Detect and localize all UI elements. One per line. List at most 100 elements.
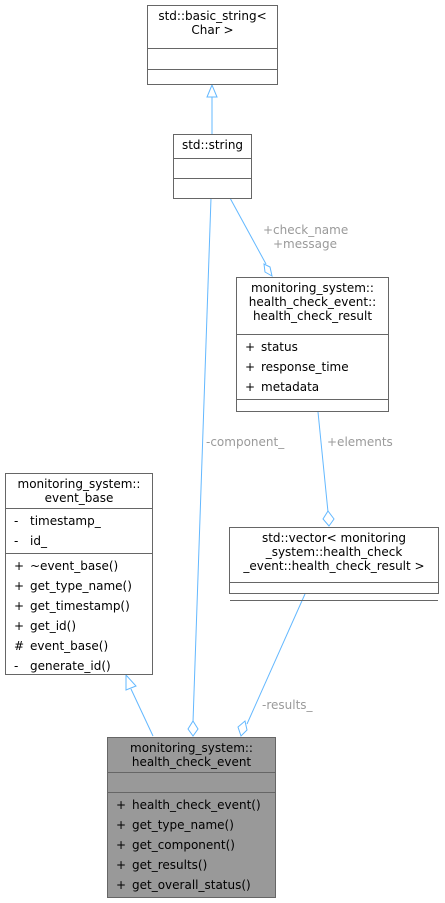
class-method[interactable]: + get_id() (6, 616, 152, 636)
method-name: get_overall_status() (132, 878, 251, 892)
class-title: monitoring_system::event_base (6, 474, 152, 508)
class-std-string[interactable]: std::string (173, 134, 252, 199)
visibility-marker: + (116, 798, 127, 812)
class-title: monitoring_system::health_check_event (108, 738, 275, 772)
class-method[interactable]: + get_component() (108, 835, 275, 855)
aggregation-diamond (237, 720, 248, 737)
attribute-name: id_ (30, 534, 47, 548)
visibility-marker: + (116, 818, 127, 832)
class-method[interactable]: # event_base() (6, 636, 152, 656)
visibility-marker: + (14, 599, 25, 613)
class-attribute[interactable]: + status (237, 337, 388, 357)
class-event-base[interactable]: monitoring_system::event_base-timestamp_… (5, 473, 153, 675)
class-title-line: health_check_event:: (248, 295, 377, 309)
class-attributes-section (230, 582, 438, 600)
class-method[interactable]: -generate_id() (6, 656, 152, 676)
class-title-line: monitoring_system:: (130, 741, 253, 755)
class-method[interactable]: + get_type_name() (108, 815, 275, 835)
visibility-marker: + (245, 380, 256, 394)
visibility-marker: + (245, 360, 256, 374)
class-title-line: _event::health_check_result > (243, 559, 425, 573)
attribute-name: status (261, 340, 298, 354)
edge-result-to-vector (317, 411, 329, 513)
attribute-name: timestamp_ (30, 514, 101, 528)
class-attributes-section (174, 158, 251, 178)
class-method[interactable]: + get_overall_status() (108, 875, 275, 895)
class-method[interactable]: + get_type_name() (6, 576, 152, 596)
edge-string-to-result (229, 197, 267, 265)
aggregation-diamond (263, 263, 273, 277)
visibility-marker: - (14, 534, 19, 548)
class-attributes-section (108, 772, 275, 792)
visibility-marker: + (14, 579, 25, 593)
method-name: get_type_name() (132, 818, 234, 832)
class-methods-section (148, 69, 277, 90)
visibility-marker: + (116, 878, 127, 892)
class-title-line: health_check_event (131, 755, 252, 769)
class-title-line: monitoring_system:: (17, 477, 141, 491)
class-attribute[interactable]: -id_ (6, 531, 152, 551)
class-attribute[interactable]: + metadata (237, 377, 388, 397)
visibility-marker: + (14, 559, 25, 573)
visibility-marker: - (14, 659, 19, 673)
class-title-line: std::basic_string< (158, 9, 267, 23)
class-attributes-section: -timestamp_-id_ (6, 508, 152, 553)
attribute-name: metadata (261, 380, 320, 394)
edge-label-message: +message (273, 237, 337, 251)
visibility-marker: # (14, 639, 25, 653)
class-title: std::vector< monitoring_system::health_c… (230, 528, 438, 582)
class-title: std::string (174, 135, 251, 158)
class-health-check-result[interactable]: monitoring_system::health_check_event::h… (236, 277, 389, 412)
class-std-basic-string[interactable]: std::basic_string<Char > (147, 5, 278, 85)
aggregation-diamond (322, 510, 335, 527)
edge-label-component: -component_ (206, 435, 285, 449)
method-name: health_check_event() (132, 798, 261, 812)
class-attributes-section (148, 48, 277, 69)
class-health-check-event[interactable]: monitoring_system::health_check_event+ he… (107, 737, 276, 898)
class-method[interactable]: + get_timestamp() (6, 596, 152, 616)
method-name: get_component() (132, 838, 235, 852)
class-title-line: _system::health_check (265, 545, 403, 559)
class-title-line: health_check_result (252, 309, 373, 323)
inheritance-arrowhead (206, 83, 218, 98)
class-attribute[interactable]: -timestamp_ (6, 511, 152, 531)
class-title-line: std::string (181, 138, 244, 152)
visibility-marker: + (116, 838, 127, 852)
class-title-line: Char > (191, 23, 234, 37)
visibility-marker: + (116, 858, 127, 872)
method-name: generate_id() (30, 659, 111, 673)
class-methods-section: + health_check_event() + get_type_name() + ge… (108, 792, 275, 897)
class-method[interactable]: + get_results() (108, 855, 275, 875)
method-name: get_timestamp() (30, 599, 130, 613)
visibility-marker: + (14, 619, 25, 633)
visibility-marker: - (14, 514, 19, 528)
class-title: monitoring_system::health_check_event::h… (237, 278, 388, 334)
edge-string-to-health-check-event (192, 197, 212, 723)
edge-label-check-name: +check_name (263, 223, 349, 237)
edge-label-elements: +elements (327, 435, 393, 449)
class-methods-section (230, 600, 438, 620)
class-methods-section (237, 399, 388, 400)
method-name: ~event_base() (30, 559, 119, 573)
method-name: get_type_name() (30, 579, 132, 593)
inheritance-arrowhead (125, 673, 137, 691)
class-attribute[interactable]: + response_time (237, 357, 388, 377)
edge-vector-to-health-check-event (246, 593, 306, 725)
attribute-name: response_time (261, 360, 349, 374)
method-name: get_id() (30, 619, 77, 633)
edge-label-results: -results_ (262, 698, 313, 712)
class-methods-section: + ~event_base() + get_type_name() + get_times… (6, 553, 152, 678)
class-title-line: std::vector< monitoring (261, 531, 407, 545)
class-method[interactable]: + health_check_event() (108, 795, 275, 815)
visibility-marker: + (245, 340, 256, 354)
edge-health-check-event-inherits-event-base (130, 688, 154, 737)
class-methods-section (174, 178, 251, 198)
method-name: event_base() (30, 639, 109, 653)
class-std-vector[interactable]: std::vector< monitoring_system::health_c… (229, 527, 439, 601)
class-title: std::basic_string<Char > (148, 6, 277, 48)
class-method[interactable]: + ~event_base() (6, 556, 152, 576)
class-attributes-section: + status + response_time + metadata (237, 334, 388, 399)
aggregation-diamond (187, 720, 199, 737)
method-name: get_results() (132, 858, 208, 872)
